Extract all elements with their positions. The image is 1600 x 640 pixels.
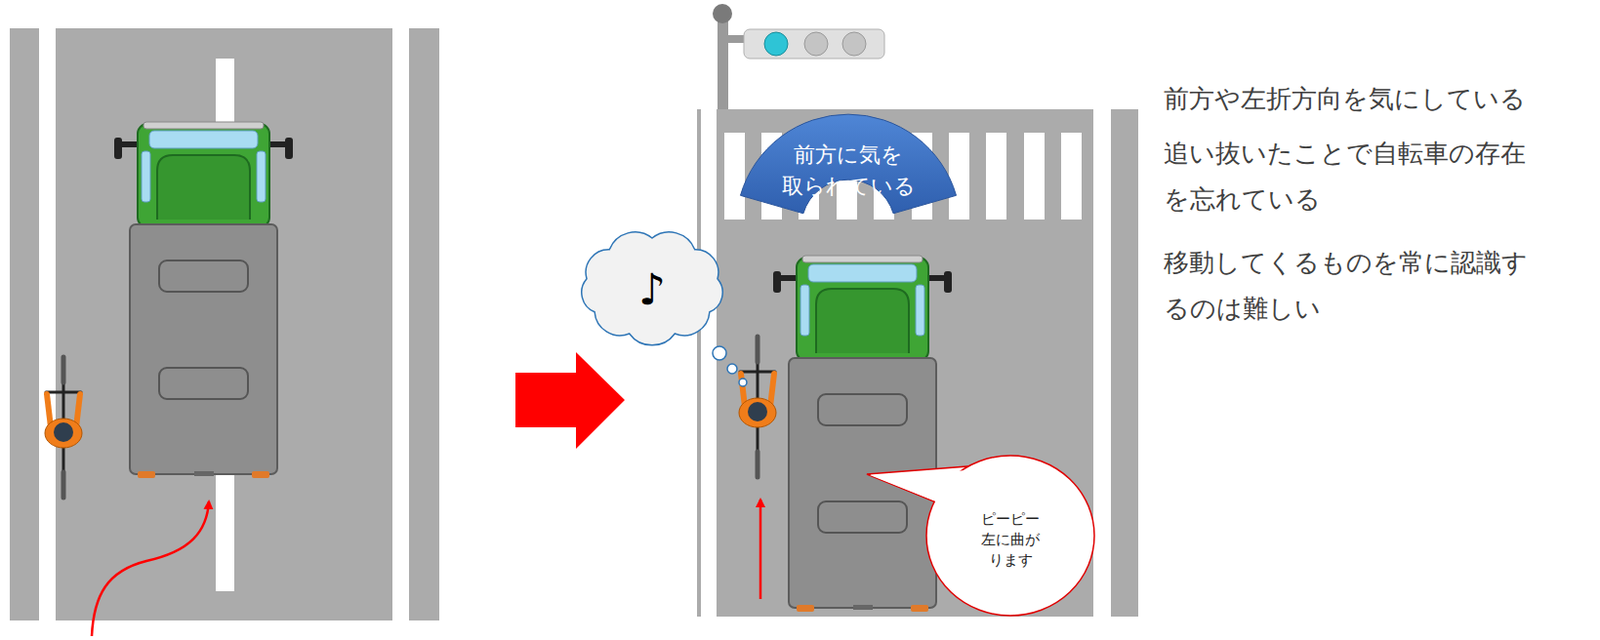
illustration-part — [1093, 109, 1111, 617]
illustration-part — [1024, 132, 1045, 220]
illustration-part — [717, 13, 729, 110]
illustration-part — [392, 28, 410, 621]
right-road — [697, 109, 1139, 617]
cyclist-arrow — [759, 499, 763, 600]
truck — [773, 255, 952, 613]
note-text: 追い抜いたことで自転車の存在 を忘れている — [1163, 130, 1594, 223]
speech-shape — [866, 455, 1095, 616]
node-text: ♪ — [574, 264, 731, 317]
node-outline — [736, 110, 961, 230]
node-text: ピーピー 左に曲が ります — [975, 509, 1046, 572]
illustration-part — [764, 32, 788, 56]
illustration-part — [39, 28, 56, 621]
illustration-part — [726, 35, 746, 43]
traffic-light — [712, 3, 885, 110]
illustration-part — [842, 32, 866, 56]
illustration-part — [727, 364, 738, 374]
node-text: 前方に気を 取られている — [736, 139, 961, 203]
note-text: 前方や左折方向を気にしている — [1163, 76, 1594, 123]
overtake-arrow — [91, 501, 209, 637]
illustration-part — [697, 109, 1139, 617]
speech-bubble: ピーピー 左に曲が ります — [922, 453, 1099, 618]
illustration-part — [985, 132, 1007, 220]
thought-bubble: ♪ — [574, 226, 731, 349]
illustration-part — [700, 109, 717, 617]
illustration-part — [724, 132, 745, 220]
note-text: 移動してくるものを常に認識す るのは難しい — [1163, 240, 1594, 332]
illustration-part — [743, 29, 885, 59]
illustration-part — [738, 378, 747, 387]
attention-fan: 前方に気を 取られている — [736, 110, 961, 230]
transition-arrow — [515, 352, 625, 450]
bicycle — [738, 336, 777, 478]
illustration-part — [712, 346, 727, 361]
illustration-part — [948, 132, 970, 220]
truck — [114, 122, 293, 479]
bicycle — [44, 357, 83, 498]
illustration-part — [804, 32, 828, 56]
thought-dots — [712, 346, 747, 387]
illustration-part — [9, 28, 440, 621]
left-road — [9, 28, 440, 621]
illustration-part — [712, 3, 733, 24]
illustration-part — [1061, 132, 1082, 220]
